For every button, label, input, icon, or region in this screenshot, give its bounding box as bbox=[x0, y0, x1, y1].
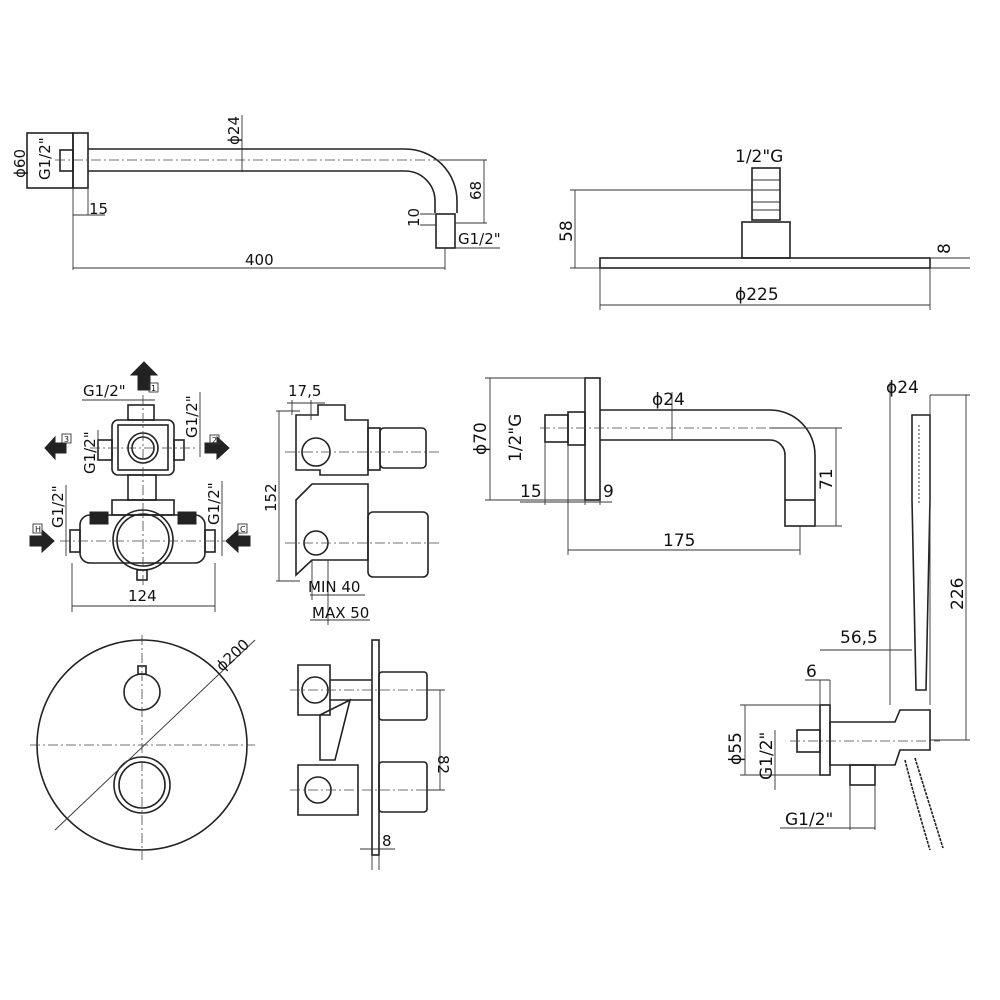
head-height-label: 58 bbox=[557, 220, 577, 242]
hot-inlet-arrow-icon bbox=[29, 528, 55, 554]
hand-shower-outlet-projection-label: 56,5 bbox=[840, 628, 878, 648]
hand-shower-handle-dia-label: ϕ24 bbox=[886, 378, 919, 398]
arm-plate-depth-label: 15 bbox=[89, 200, 108, 218]
valve-top-thread-label: G1/2" bbox=[83, 382, 126, 400]
valve-body-front-drawing: 1 2 3 H C G1/2" G1/2" G1/2" G1/2" G1/2" … bbox=[29, 361, 251, 612]
port-label-2: 2 bbox=[212, 436, 217, 445]
hand-shower-hose-thread-label: G1/2" bbox=[785, 810, 833, 830]
plate-thickness-label: 8 bbox=[382, 832, 392, 850]
trim-plate-side-drawing: 82 8 bbox=[290, 639, 452, 870]
spout-nipple-label: 15 bbox=[520, 482, 542, 502]
port-label-3: 3 bbox=[64, 435, 69, 444]
valve-cold-thread-label: G1/2" bbox=[205, 482, 223, 525]
side-offset-label: 17,5 bbox=[288, 382, 321, 400]
head-thickness-label: 8 bbox=[935, 243, 955, 254]
side-max-depth-label: MAX 50 bbox=[312, 604, 369, 622]
spout-drop-label: 71 bbox=[817, 468, 837, 490]
trim-plate-front-drawing: ϕ200 bbox=[30, 635, 256, 860]
wall-spout-drawing: ϕ70 1/2"G ϕ24 15 9 71 175 bbox=[471, 377, 842, 555]
spout-pipe-dia-label: ϕ24 bbox=[652, 390, 685, 410]
arm-drop-label: 68 bbox=[467, 181, 485, 200]
hand-shower-plate-depth-label: 6 bbox=[806, 662, 817, 682]
side-min-depth-label: MIN 40 bbox=[308, 578, 360, 596]
plate-diameter-label: ϕ200 bbox=[212, 635, 252, 674]
spout-thread-label: 1/2"G bbox=[506, 414, 526, 462]
hand-shower-length-label: 226 bbox=[948, 578, 968, 610]
port-label-1: 1 bbox=[151, 384, 156, 393]
hand-shower-inlet-thread-label: G1/2" bbox=[757, 732, 777, 780]
hand-shower-drawing: ϕ24 226 56,5 6 ϕ55 G1/2" G1/2" bbox=[726, 378, 970, 851]
side-height-label: 152 bbox=[262, 483, 280, 512]
arm-outlet-thread-label: G1/2" bbox=[458, 230, 501, 248]
spout-plate-depth-label: 9 bbox=[603, 482, 614, 502]
spout-plate-dia-label: ϕ70 bbox=[471, 422, 491, 455]
hand-shower-plate-dia-label: ϕ55 bbox=[726, 732, 746, 765]
arm-pipe-dia-label: ϕ24 bbox=[225, 116, 243, 145]
cold-inlet-arrow-icon bbox=[225, 528, 251, 554]
head-diameter-label: ϕ225 bbox=[735, 285, 779, 305]
outlet-2-arrow-icon bbox=[204, 435, 230, 461]
port-label-hot: H bbox=[35, 525, 41, 534]
shower-arm-drawing: ϕ60 G1/2" ϕ24 15 10 68 G1/2" 400 bbox=[11, 115, 501, 270]
head-thread-label: 1/2"G bbox=[735, 147, 783, 167]
outlet-3-arrow-icon bbox=[44, 435, 67, 461]
valve-left-thread-label: G1/2" bbox=[81, 431, 99, 474]
spout-projection-label: 175 bbox=[663, 531, 695, 551]
port-label-cold: C bbox=[240, 525, 246, 534]
arm-nut-height-label: 10 bbox=[405, 208, 423, 227]
outlet-1-arrow-icon bbox=[129, 361, 159, 391]
valve-hot-thread-label: G1/2" bbox=[49, 485, 67, 528]
plate-knob-spacing-label: 82 bbox=[434, 755, 452, 774]
arm-inlet-thread-label: G1/2" bbox=[36, 137, 54, 180]
arm-length-label: 400 bbox=[245, 251, 274, 269]
valve-right-thread-label: G1/2" bbox=[183, 395, 201, 438]
valve-width-label: 124 bbox=[128, 587, 157, 605]
shower-head-drawing: 1/2"G 58 8 ϕ225 bbox=[557, 147, 970, 310]
arm-plate-dia-label: ϕ60 bbox=[11, 149, 29, 178]
valve-body-side-drawing: 17,5 152 MIN 40 MAX 50 bbox=[262, 382, 440, 625]
